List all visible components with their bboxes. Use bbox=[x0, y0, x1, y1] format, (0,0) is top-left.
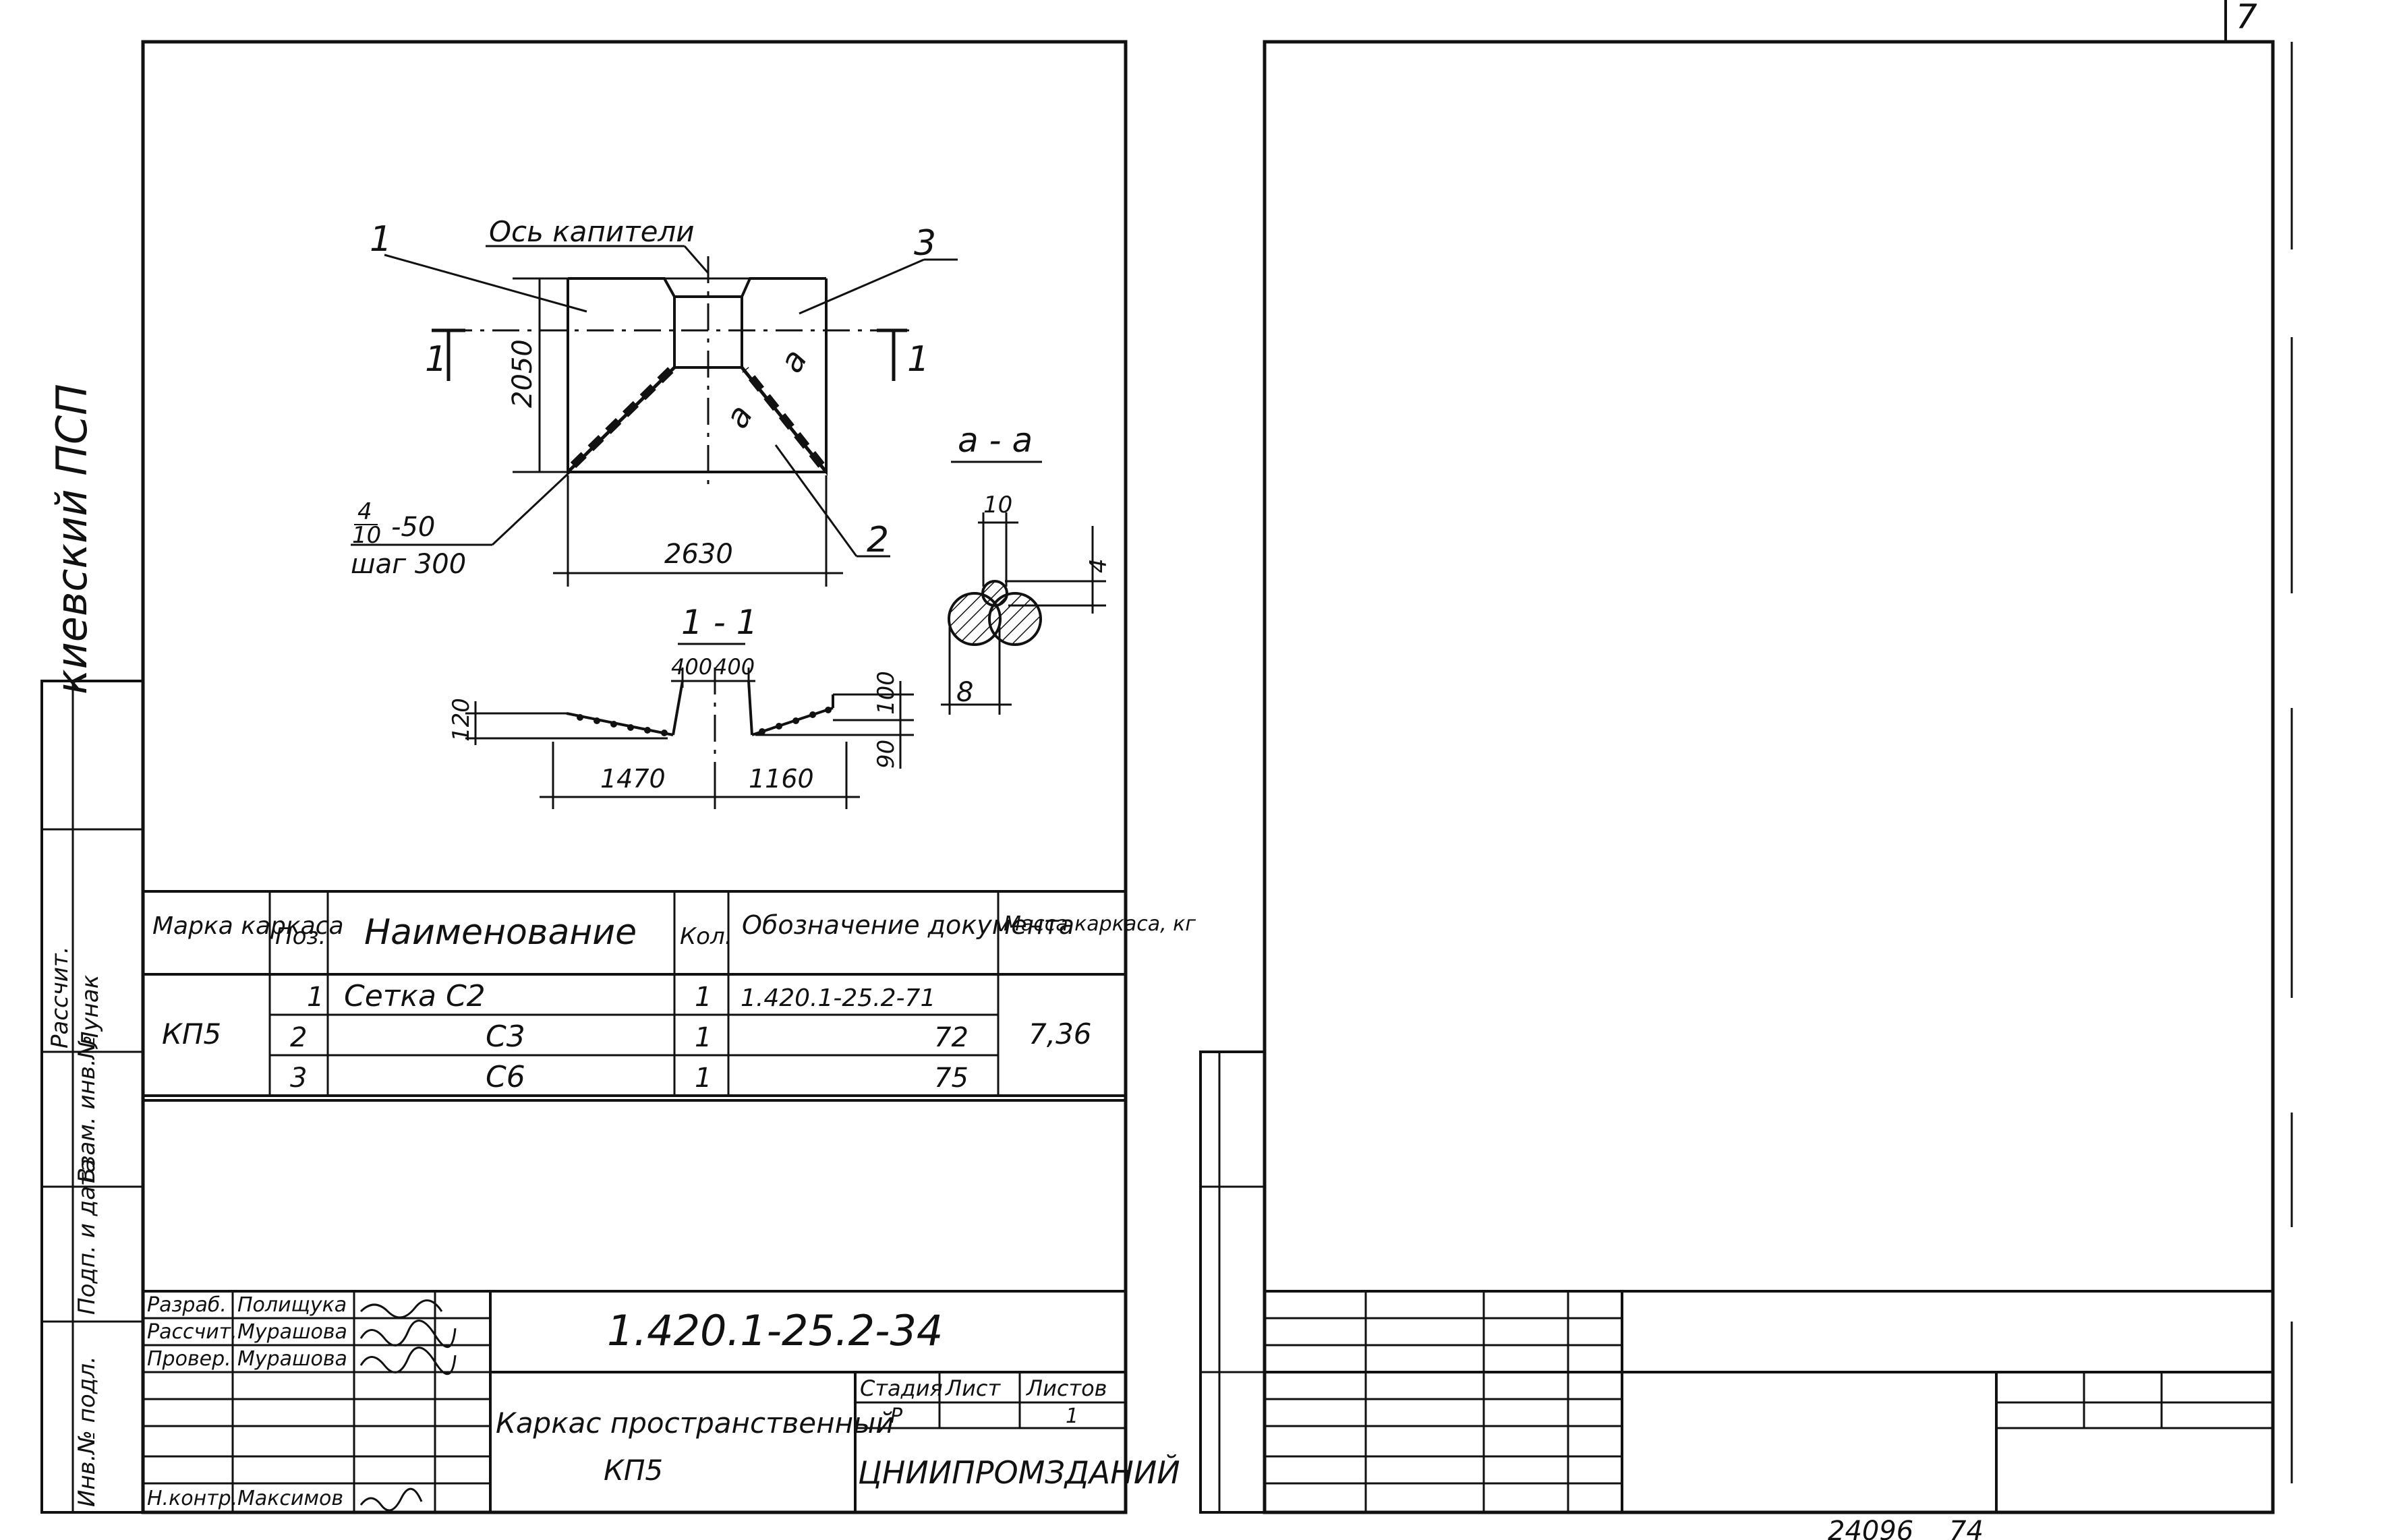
callout-3: 3 bbox=[914, 223, 936, 264]
role-3: Провер. bbox=[147, 1347, 231, 1371]
spec-header-pos: Поз. bbox=[275, 923, 326, 950]
spec-header-name: Наименование bbox=[364, 912, 637, 953]
right-sheet-frame: 7 bbox=[1199, 0, 2293, 1514]
title-block: Разраб. Полищука Рассчит. Мурашова Прове… bbox=[143, 1291, 1180, 1512]
spec-row-2-doc: 72 bbox=[934, 1022, 968, 1053]
weld-step: шаг 300 bbox=[351, 549, 466, 580]
dim-height: 2050 bbox=[507, 339, 538, 408]
spec-row-3-qty: 1 bbox=[695, 1063, 712, 1094]
role-1-name: Полищука bbox=[237, 1293, 347, 1317]
archive-code-right: 74 bbox=[1949, 1516, 1984, 1540]
plan-view: 1 1 Ось капители 1 3 2 a a 2050 2630 4 bbox=[351, 215, 958, 587]
side-stamp: киевский ПСП Рассчит. Лунак Инв.№ подл. … bbox=[40, 384, 144, 1514]
spec-row-2-qty: 1 bbox=[695, 1022, 712, 1053]
detail-a-a: a - a 10 4 8 bbox=[941, 421, 1112, 715]
spec-row-1-pos: 1 bbox=[307, 982, 324, 1013]
spec-row-3-doc: 75 bbox=[934, 1063, 968, 1094]
spec-row-3-pos: 3 bbox=[290, 1063, 307, 1094]
detail-title: a - a bbox=[958, 421, 1033, 460]
sec-dim-90: 90 bbox=[873, 740, 900, 769]
title-line-1: Каркас пространственный bbox=[496, 1406, 894, 1440]
role-3-name: Мурашова bbox=[237, 1347, 347, 1371]
role-4-name: Максимов bbox=[237, 1487, 343, 1510]
role-2: Рассчит. bbox=[147, 1320, 237, 1344]
spec-header-doc: Обозначение документа bbox=[742, 910, 1074, 940]
sec-dim-1160: 1160 bbox=[749, 764, 814, 794]
spec-table: Марка каркаса Поз. Наименование Кол. Обо… bbox=[143, 891, 1196, 1097]
sheets-label: Листов bbox=[1026, 1375, 1107, 1401]
sec-dim-100: 100 bbox=[873, 671, 900, 715]
spec-row-1-doc: 1.420.1-25.2-71 bbox=[741, 984, 935, 1012]
dim-width: 2630 bbox=[664, 539, 733, 570]
stage-label: Стадия bbox=[860, 1375, 943, 1401]
role-1: Разраб. bbox=[147, 1293, 227, 1317]
weld-note-bottom: 10 bbox=[352, 522, 381, 549]
spec-mass: 7,36 bbox=[1029, 1017, 1092, 1050]
spec-header-qty: Кол. bbox=[680, 923, 732, 950]
spec-row-1-qty: 1 bbox=[695, 982, 712, 1013]
spec-row-3-name: С6 bbox=[486, 1060, 525, 1094]
side-stamp-row-3: Инв.№ подл. bbox=[74, 1356, 100, 1507]
doc-code: 1.420.1-25.2-34 bbox=[607, 1306, 943, 1355]
side-stamp-row-5: Взам. инв.№ bbox=[74, 1035, 100, 1183]
section-title: 1 - 1 bbox=[681, 603, 757, 642]
side-stamp-row-1: Рассчит. bbox=[47, 946, 74, 1048]
callout-1: 1 bbox=[370, 219, 392, 260]
detail-dim-4: 4 bbox=[1085, 558, 1112, 573]
detail-dim-8: 8 bbox=[956, 677, 973, 708]
side-stamp-row-4: Подп. и дата bbox=[74, 1158, 100, 1315]
sec-dim-400a: 400 bbox=[671, 654, 712, 680]
org-name: ЦНИИПРОМЗДАНИЙ bbox=[858, 1454, 1180, 1491]
spec-row-2-name: С3 bbox=[486, 1019, 525, 1054]
title-line-2: КП5 bbox=[604, 1454, 663, 1487]
axis-label: Ось капители bbox=[489, 215, 695, 248]
section-mark-left: 1 bbox=[425, 339, 447, 380]
section-1-1: 1 - 1 400 400 120 100 90 bbox=[448, 603, 914, 809]
sheet-label: Лист bbox=[945, 1375, 1001, 1401]
spec-row-2-pos: 2 bbox=[290, 1022, 307, 1053]
sec-dim-1470: 1470 bbox=[600, 764, 666, 794]
sec-dim-400b: 400 bbox=[714, 654, 755, 680]
spec-header-brand: Марка каркаса bbox=[152, 912, 344, 940]
callout-2: 2 bbox=[867, 520, 889, 560]
section-mark-right: 1 bbox=[907, 339, 929, 380]
page-number: 7 bbox=[2236, 0, 2257, 36]
spec-brand: КП5 bbox=[162, 1017, 221, 1050]
spec-row-1-name: Сетка С2 bbox=[344, 979, 486, 1013]
detail-mark-2: a bbox=[772, 343, 815, 379]
role-2-name: Мурашова bbox=[237, 1320, 347, 1344]
sheets-value: 1 bbox=[1066, 1404, 1078, 1428]
weld-note-len: -50 bbox=[391, 512, 435, 543]
detail-mark-1: a bbox=[718, 398, 760, 434]
stage-value: Р bbox=[890, 1404, 903, 1428]
spec-header-mass: Масса каркаса, кг bbox=[1004, 912, 1196, 936]
archive-code-left: 24096 bbox=[1828, 1516, 1913, 1540]
weld-note-top: 4 bbox=[357, 498, 372, 525]
side-stamp-org: киевский ПСП bbox=[47, 384, 96, 694]
sec-dim-120: 120 bbox=[448, 698, 475, 742]
side-stamp-row-2: Лунак bbox=[77, 974, 104, 1050]
role-4: Н.контр. bbox=[147, 1487, 237, 1510]
detail-dim-10: 10 bbox=[983, 492, 1012, 519]
signatures bbox=[359, 1299, 457, 1512]
